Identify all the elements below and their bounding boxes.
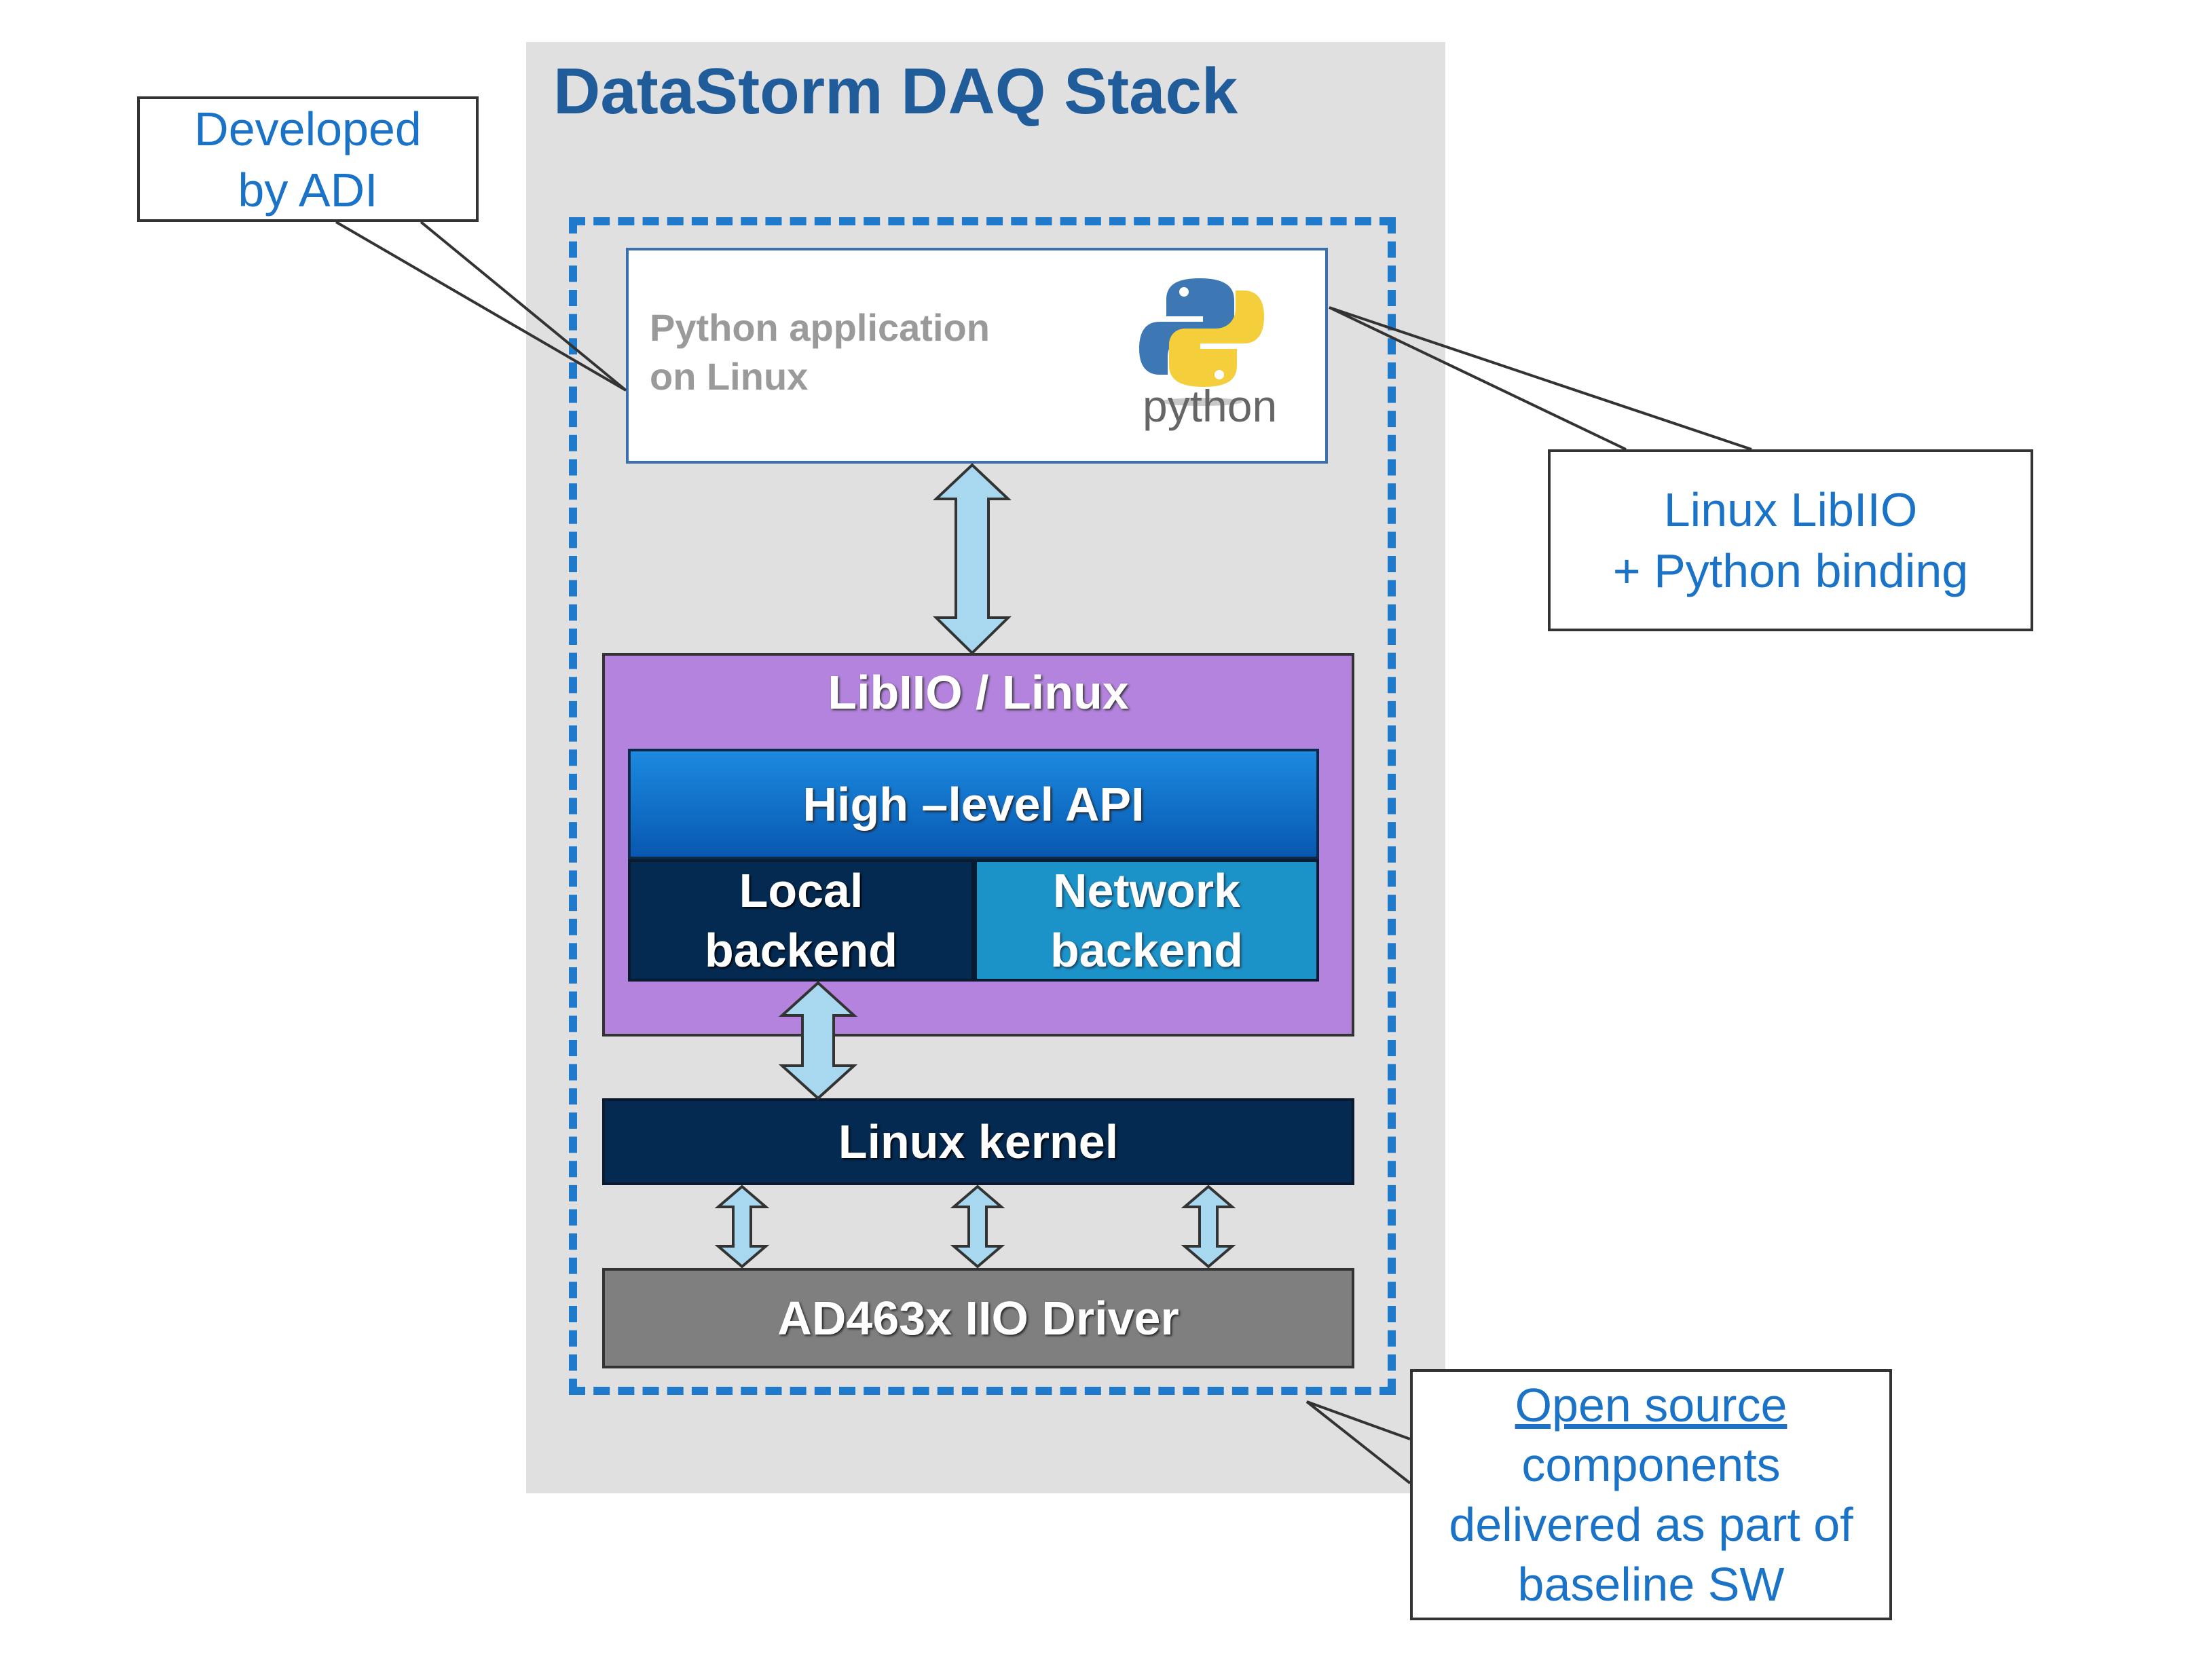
python-logo-text: python xyxy=(1143,381,1278,431)
network-backend-line-2: backend xyxy=(1050,924,1243,977)
high-level-api: High –level API xyxy=(628,749,1319,859)
network-backend: Network backend xyxy=(974,859,1319,982)
python-application-label: Python application on Linux xyxy=(650,303,990,401)
open-source-line-2: components xyxy=(1521,1438,1781,1491)
developed-by-adi-callout: Developed by ADI xyxy=(137,96,479,222)
libiio-binding-line-2: + Python binding xyxy=(1612,544,1969,597)
libiio-binding-line-1: Linux LibIIO xyxy=(1663,483,1918,536)
stack-title: DataStorm DAQ Stack xyxy=(553,55,1238,128)
adi-developed-boundary xyxy=(569,217,1396,1395)
local-backend-line-1: Local xyxy=(739,864,864,917)
local-backend-line-2: backend xyxy=(705,924,897,977)
developed-line-2: by ADI xyxy=(238,163,378,217)
libiio-binding-callout: Linux LibIIO + Python binding xyxy=(1548,449,2033,631)
local-backend: Local backend xyxy=(628,859,974,982)
app-line-1: Python application xyxy=(650,306,990,349)
app-line-2: on Linux xyxy=(650,355,809,398)
open-source-line-3: delivered as part of xyxy=(1449,1498,1853,1551)
linux-kernel: Linux kernel xyxy=(602,1098,1354,1185)
open-source-line-4: baseline SW xyxy=(1517,1558,1785,1611)
developed-line-1: Developed xyxy=(194,102,422,155)
network-backend-line-1: Network xyxy=(1052,864,1241,917)
libiio-label: LibIIO / Linux xyxy=(828,666,1129,719)
open-source-link[interactable]: Open source xyxy=(1515,1379,1787,1432)
open-source-callout: Open source components delivered as part… xyxy=(1410,1369,1892,1620)
ad463x-driver: AD463x IIO Driver xyxy=(602,1268,1354,1368)
